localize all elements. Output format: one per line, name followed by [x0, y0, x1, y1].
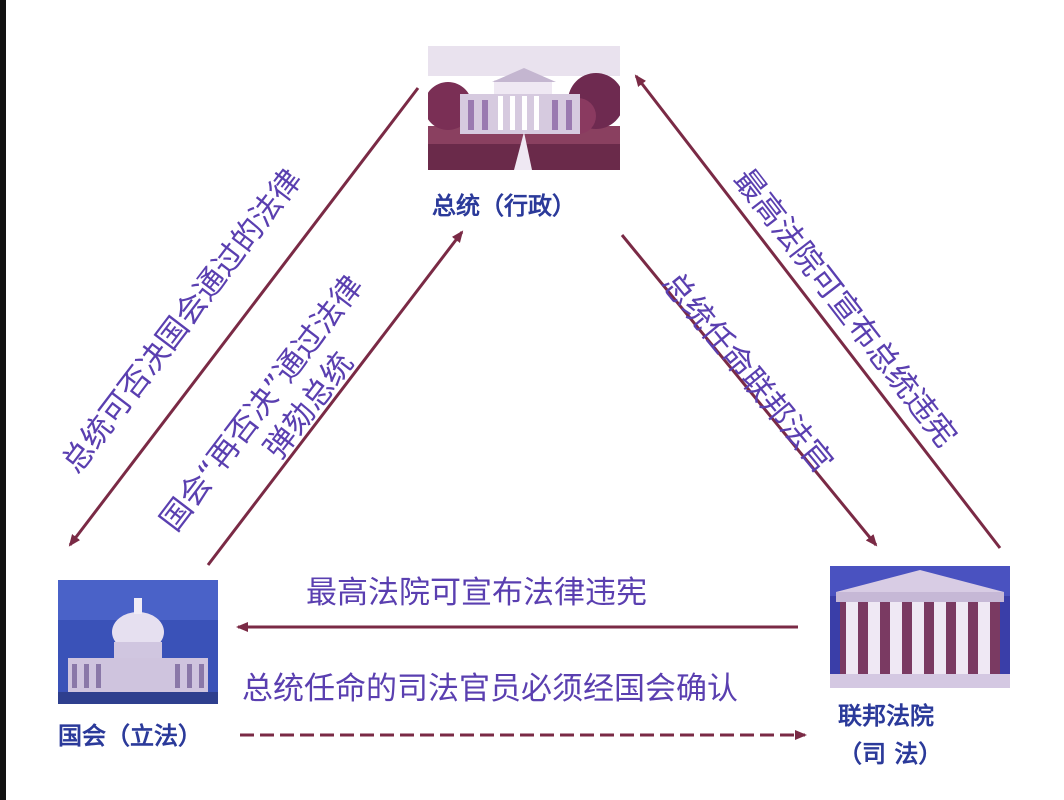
arrow-congress-to-president	[206, 230, 464, 566]
arrow-court-to-president	[634, 74, 1002, 549]
label-confirm-judges: 总统任命的司法官员必须经国会确认	[242, 671, 738, 707]
court-label-line1: 联邦法院	[838, 701, 934, 730]
white-house-image	[428, 46, 620, 170]
arrow-president-to-congress	[68, 87, 420, 547]
court-label-line2: （司 法）	[838, 739, 943, 768]
label-court-law: 最高法院可宣布法律违宪	[306, 575, 647, 611]
left-edge-bar	[0, 0, 6, 800]
capitol-image	[58, 580, 218, 704]
congress-label: 国会（立法）	[58, 721, 202, 750]
arrow-president-to-court	[620, 234, 878, 547]
president-label: 总统（行政）	[432, 191, 576, 220]
supreme-court-image	[830, 566, 1010, 688]
